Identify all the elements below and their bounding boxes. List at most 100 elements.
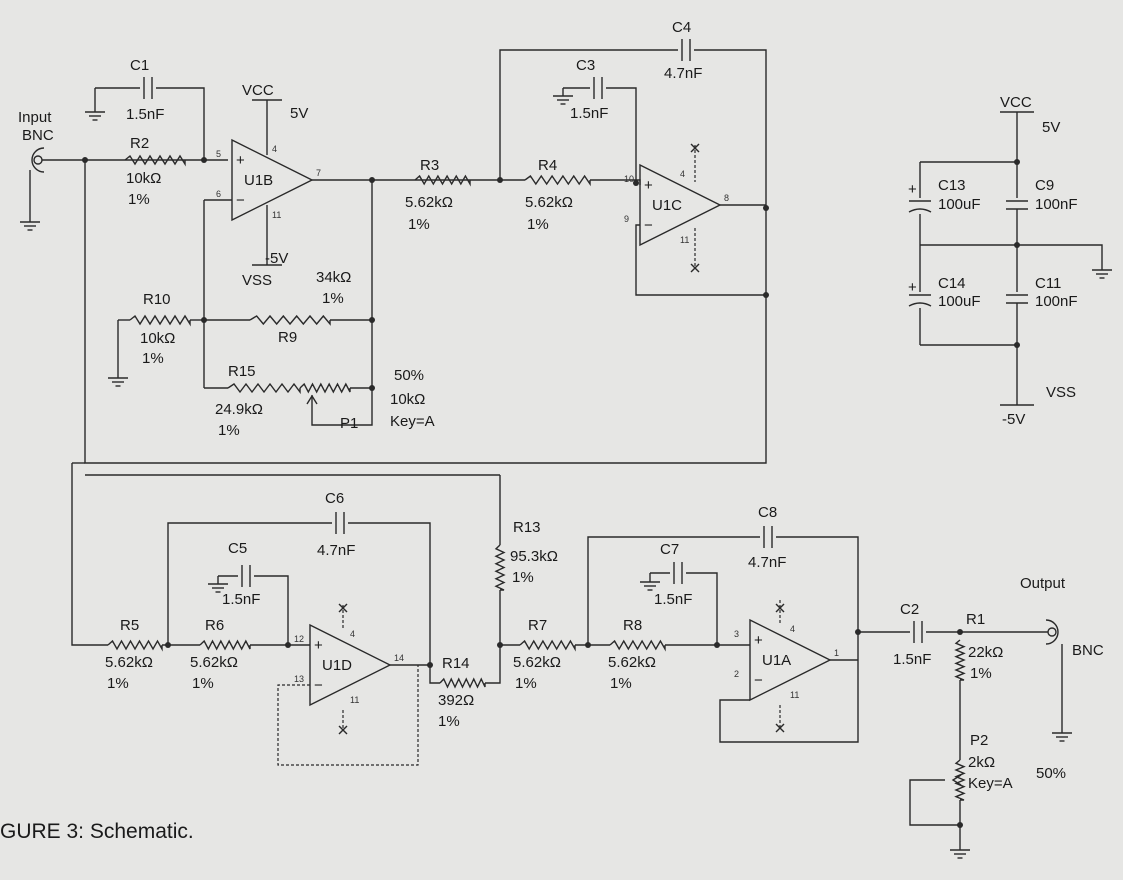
capacitor-c5 xyxy=(241,565,251,587)
no-connect-icon xyxy=(690,143,700,153)
pot-wiper-arrow-icon xyxy=(306,394,318,405)
junction-dot xyxy=(1014,342,1020,348)
r7-ref: R7 xyxy=(528,617,547,634)
wire-u1c-to-lower xyxy=(84,160,767,464)
pin-number: 8 xyxy=(724,193,729,203)
c13-value: 100uF xyxy=(938,196,981,213)
block-vss-value: -5V xyxy=(1002,411,1025,428)
output-bnc-connector xyxy=(1045,619,1059,645)
pin-number: 11 xyxy=(790,690,799,700)
c8-value: 4.7nF xyxy=(748,554,786,571)
c6-value: 4.7nF xyxy=(317,542,355,559)
junction-dot xyxy=(957,822,963,828)
pin-number: 4 xyxy=(790,624,795,634)
r6-value: 5.62kΩ xyxy=(190,654,238,671)
opamp-u1c xyxy=(639,163,722,247)
opamp-minus-sign: − xyxy=(236,192,245,209)
wire-gnd-rail xyxy=(920,244,1103,270)
r4-tol: 1% xyxy=(527,216,549,233)
r5-value: 5.62kΩ xyxy=(105,654,153,671)
c9-value: 100nF xyxy=(1035,196,1078,213)
u1b-vcc-label: VCC xyxy=(242,82,274,99)
wire-c4-left xyxy=(499,49,678,180)
r15-ref: R15 xyxy=(228,363,256,380)
ground-icon xyxy=(208,583,228,593)
ground-icon xyxy=(1052,732,1072,742)
r8-tol: 1% xyxy=(610,675,632,692)
junction-dot xyxy=(957,629,963,635)
wire-r14-right xyxy=(485,645,501,684)
r9-ref: R9 xyxy=(278,329,297,346)
c5-value: 1.5nF xyxy=(222,591,260,608)
resistor-r15 xyxy=(227,382,301,395)
c6-ref: C6 xyxy=(325,490,344,507)
junction-dot xyxy=(369,317,375,323)
r14-tol: 1% xyxy=(438,713,460,730)
ground-icon xyxy=(108,377,128,387)
wire-r14-left xyxy=(429,665,440,684)
opamp-minus-sign: − xyxy=(754,672,763,689)
r10-ref: R10 xyxy=(143,291,171,308)
capacitor-c8 xyxy=(763,526,773,548)
r9-tol: 1% xyxy=(322,290,344,307)
ground-icon xyxy=(553,95,573,105)
r10-tol: 1% xyxy=(142,350,164,367)
p2-ref: P2 xyxy=(970,732,988,749)
opamp-minus-sign: − xyxy=(644,217,653,234)
opamp-u1b xyxy=(231,138,314,222)
pin-number: 11 xyxy=(350,695,359,705)
ground-icon xyxy=(1092,269,1112,279)
figure-caption: GURE 3: Schematic. xyxy=(0,820,194,843)
pin-number: 14 xyxy=(394,653,404,663)
resistor-r10 xyxy=(129,314,191,327)
p2-key: Key=A xyxy=(968,775,1013,792)
opamp-plus-sign: + xyxy=(236,152,245,169)
opamp-label-u1c: U1C xyxy=(652,197,682,214)
junction-dot xyxy=(201,157,207,163)
capacitor-c6 xyxy=(335,512,345,534)
capacitor-c2 xyxy=(913,621,923,643)
c3-ref: C3 xyxy=(576,57,595,74)
potentiometer-p2 xyxy=(954,759,966,801)
c1-ref: C1 xyxy=(130,57,149,74)
p1-key: Key=A xyxy=(390,413,435,430)
r3-tol: 1% xyxy=(408,216,430,233)
pin-number: 4 xyxy=(680,169,685,179)
c8-ref: C8 xyxy=(758,504,777,521)
input-label-line1: Input xyxy=(18,109,52,126)
c14-ref: C14 xyxy=(938,275,966,292)
pin-number: 3 xyxy=(734,629,739,639)
wire-c6-right xyxy=(348,522,431,665)
pin-number: 4 xyxy=(350,629,355,639)
p1-ref: P1 xyxy=(340,415,358,432)
wire-c5-right xyxy=(254,575,289,645)
r10-value: 10kΩ xyxy=(140,330,175,347)
potentiometer-p1 xyxy=(299,382,351,394)
r1-value: 22kΩ xyxy=(968,644,1003,661)
no-connect-icon xyxy=(775,723,785,733)
opamp-plus-sign: + xyxy=(314,637,323,654)
pin-number: 2 xyxy=(734,669,739,679)
u1b-vss-label: VSS xyxy=(242,272,272,289)
ground-icon xyxy=(20,221,40,231)
wire-out-down xyxy=(311,180,373,426)
c3-value: 1.5nF xyxy=(570,105,608,122)
no-connect-icon xyxy=(690,263,700,273)
pin-number: 7 xyxy=(316,168,321,178)
c14-value: 100uF xyxy=(938,293,981,310)
resistor-r13 xyxy=(494,544,506,591)
c4-ref: C4 xyxy=(672,19,691,36)
resistor-r3 xyxy=(414,174,471,187)
wires xyxy=(29,49,1103,850)
c11-ref: C11 xyxy=(1035,275,1061,292)
pin-number: 11 xyxy=(680,235,689,245)
block-vss-label: VSS xyxy=(1046,384,1076,401)
resistor-r6 xyxy=(199,639,251,651)
junction-dot xyxy=(369,385,375,391)
wire-c1-right xyxy=(156,87,205,160)
wire-u1d-fb xyxy=(277,665,419,766)
resistor-r8 xyxy=(609,639,666,652)
c2-value: 1.5nF xyxy=(893,651,931,668)
r6-ref: R6 xyxy=(205,617,224,634)
resistor-r4 xyxy=(524,174,591,187)
